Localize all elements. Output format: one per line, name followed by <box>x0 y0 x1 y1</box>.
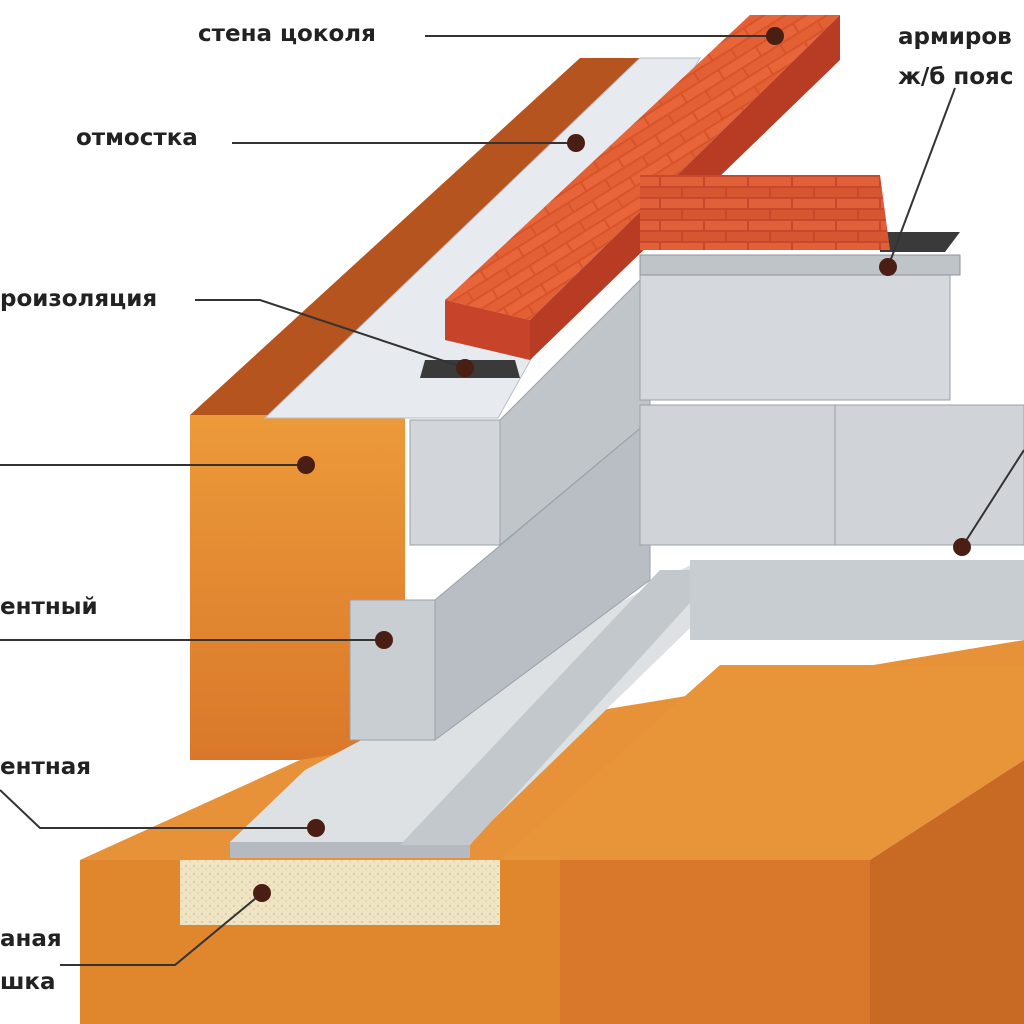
marker-plinth-wall <box>766 27 784 45</box>
blind-area-strip <box>263 57 701 419</box>
leader-block-2 <box>0 789 316 829</box>
belt-waterproof <box>880 232 960 252</box>
marker-footing <box>307 819 325 837</box>
marker-right-belt <box>953 538 971 556</box>
label-reinforced-belt-line2: ж/б пояс <box>898 64 1014 90</box>
leader-right-belt <box>961 449 1024 548</box>
marker-block <box>375 631 393 649</box>
footing-slab-slope <box>400 570 720 845</box>
leader-waterproofing <box>195 299 466 369</box>
leader-cushion <box>60 892 263 966</box>
label-cushion-line1: аная <box>0 926 62 952</box>
soil-right-top <box>500 665 1024 860</box>
brick-wall-top <box>445 15 840 320</box>
label-plinth-wall: стена цоколя <box>198 21 376 47</box>
label-waterproofing: роизоляция <box>0 286 158 312</box>
marker-blind-area <box>567 134 585 152</box>
marker-soil <box>297 456 315 474</box>
reinforced-belt <box>639 254 961 276</box>
soil-back-top <box>190 58 640 415</box>
marker-reinforced-belt <box>879 258 897 276</box>
leader-reinforced-belt <box>887 87 956 268</box>
right-block-row-2 <box>639 404 1024 546</box>
right-block-row-1 <box>639 269 951 401</box>
label-reinforced-belt-line1: армиров <box>898 24 1012 50</box>
sand-cushion <box>180 860 500 925</box>
label-block-1: ентный <box>0 594 98 620</box>
marker-waterproofing <box>456 359 474 377</box>
soil-right-front <box>560 860 870 1024</box>
footing-slab-front <box>230 842 470 858</box>
brick-wall-right <box>640 175 890 250</box>
label-block-2: ентная <box>0 754 92 780</box>
upper-block-front <box>409 419 501 546</box>
lower-block-front <box>349 599 436 741</box>
soil-right-side <box>870 760 1024 1024</box>
footing-right <box>690 560 1024 640</box>
label-blind-area: отмостка <box>76 125 198 151</box>
marker-cushion <box>253 884 271 902</box>
label-cushion-line2: шка <box>0 969 56 995</box>
brick-wall-front <box>445 300 530 360</box>
